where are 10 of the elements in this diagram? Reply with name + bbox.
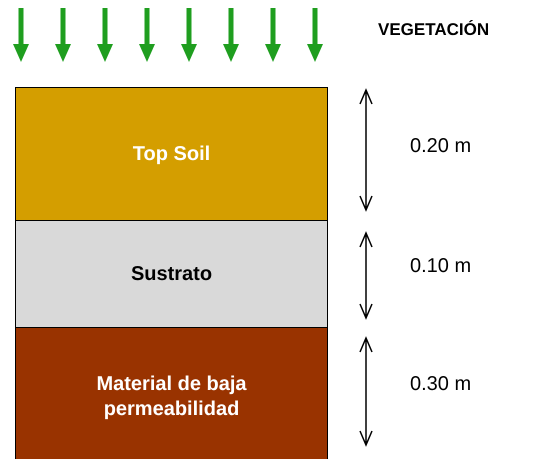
dimension-label: 0.20 m [410, 135, 472, 158]
layer-label: Material de baja permeabilidad [95, 372, 248, 422]
dimension-label: 0.10 m [410, 255, 472, 278]
soil-layer [15, 87, 328, 221]
soil-layer [15, 220, 328, 328]
vegetation-label: VEGETACIÓN [378, 20, 490, 40]
dimension-label: 0.30 m [410, 373, 472, 396]
layer-label: Top Soil [132, 142, 212, 166]
soil-layer [15, 327, 328, 459]
layer-label: Sustrato [130, 262, 214, 286]
